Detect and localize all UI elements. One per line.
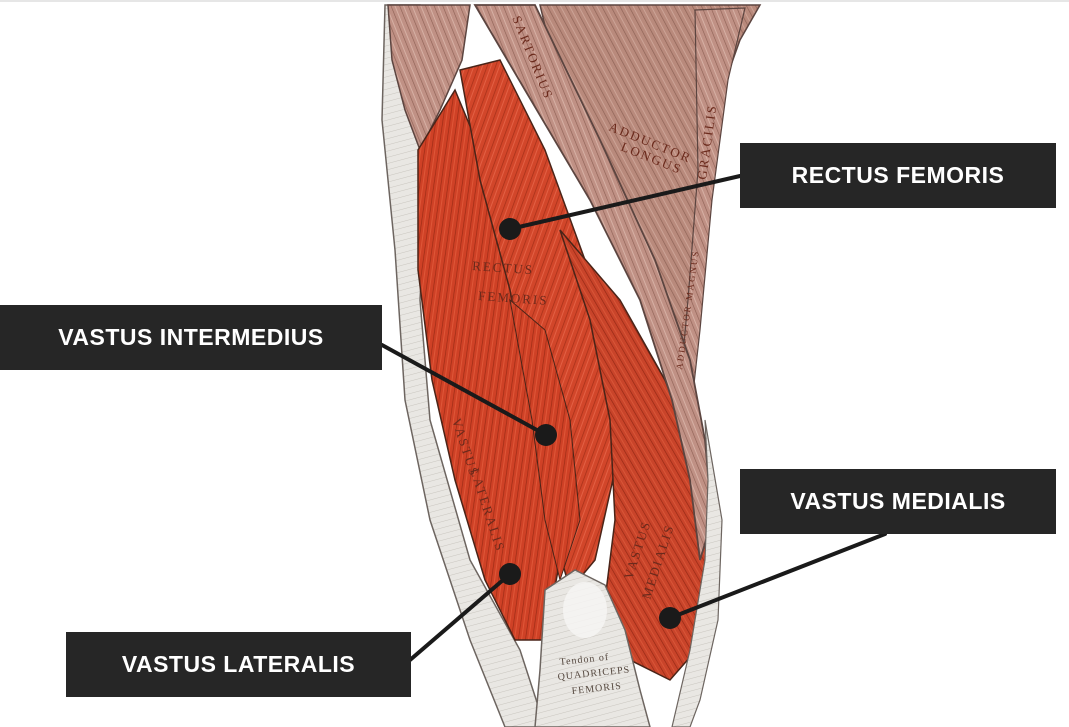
- label-vastus-lateralis: VASTUS LATERALIS: [66, 632, 411, 697]
- rectus-text: RECTUS: [472, 258, 535, 277]
- leader-line-vastus-medialis: [668, 532, 887, 620]
- gracilis-muscle: [677, 7, 746, 422]
- tendon-text-1: Tendon of: [559, 652, 610, 668]
- marker-vastus-medialis: [659, 607, 681, 629]
- patella-highlight: [563, 582, 607, 638]
- label-vastus-medialis: VASTUS MEDIALIS: [740, 469, 1056, 534]
- label-vastus-intermedius: VASTUS INTERMEDIUS: [0, 305, 382, 370]
- leader-line-vastus-intermedius: [380, 343, 548, 437]
- tendon-text-3: FEMORIS: [571, 681, 622, 697]
- femoris-text: FEMORIS: [478, 288, 549, 308]
- marker-rectus-femoris: [499, 218, 521, 240]
- top-divider: [0, 0, 1069, 2]
- medial-fascia: [671, 419, 723, 727]
- label-rectus-femoris: RECTUS FEMORIS: [740, 143, 1056, 208]
- leader-line-rectus-femoris: [508, 174, 742, 231]
- marker-vastus-intermedius: [535, 424, 557, 446]
- leader-line-vastus-lateralis: [408, 572, 512, 662]
- marker-vastus-lateralis: [499, 563, 521, 585]
